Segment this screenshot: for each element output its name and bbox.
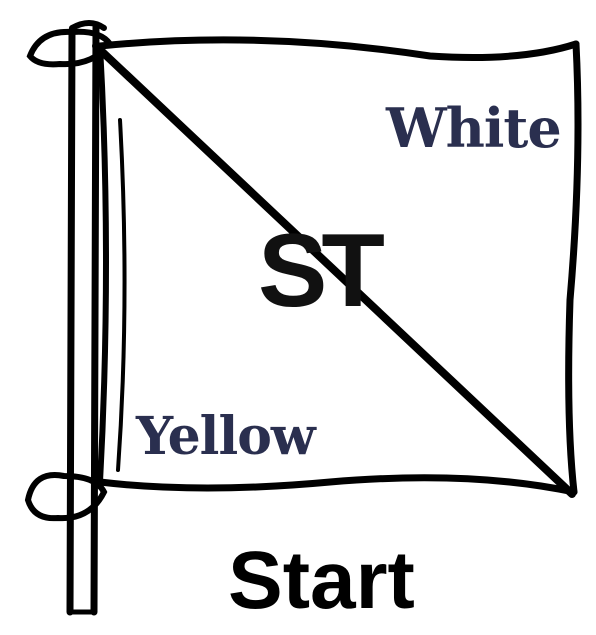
flagpole xyxy=(70,26,96,612)
lower-color-label: Yellow xyxy=(136,406,315,467)
upper-color-label: White xyxy=(386,96,561,160)
flag-caption: Start xyxy=(228,534,415,628)
flag-code-label: ST xyxy=(258,212,379,331)
